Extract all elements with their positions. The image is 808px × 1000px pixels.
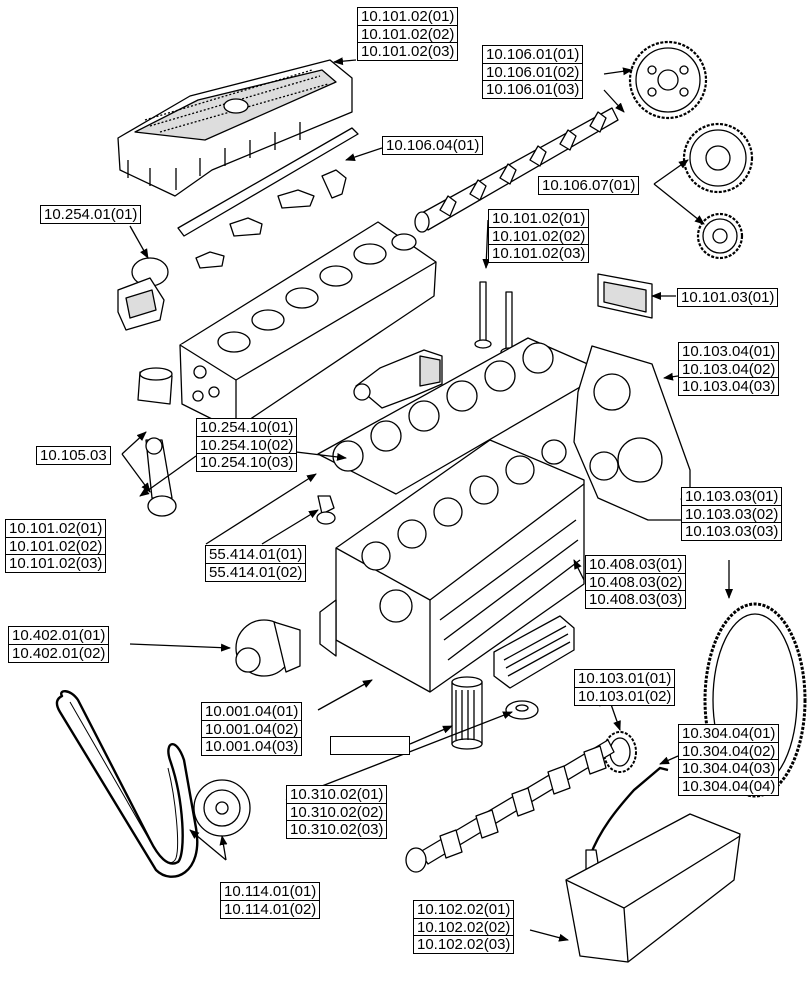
- ref-label[interactable]: 10.103.03(03): [681, 522, 783, 541]
- piston-callout: 10.105.03: [36, 446, 111, 465]
- ref-label[interactable]: 10.101.02(03): [357, 42, 459, 61]
- block-callout: 10.001.04(01) 10.001.04(02) 10.001.04(03…: [201, 702, 303, 756]
- ref-label[interactable]: 10.254.10(01): [196, 418, 298, 437]
- ref-label[interactable]: 10.408.03(01): [585, 555, 687, 574]
- oilpan-callout: 10.102.02(01) 10.102.02(02) 10.102.02(03…: [413, 900, 515, 954]
- ref-label[interactable]: 10.408.03(03): [585, 590, 687, 609]
- ref-label[interactable]: 10.101.02(03): [488, 244, 590, 263]
- ref-label[interactable]: 10.310.02(03): [286, 820, 388, 839]
- cylinder-head-part: [179, 221, 437, 431]
- ref-label[interactable]: 10.254.10(03): [196, 453, 298, 472]
- ref-label[interactable]: 10.106.01(03): [482, 80, 584, 99]
- ref-label[interactable]: 10.114.01(01): [220, 882, 321, 901]
- ref-label[interactable]: 10.103.04(03): [678, 377, 780, 396]
- ref-label[interactable]: 10.402.01(02): [8, 643, 110, 663]
- ref-label[interactable]: 10.408.03(02): [585, 572, 687, 592]
- ref-label[interactable]: 10.310.02(02): [286, 802, 388, 822]
- rocker-cover-part: [117, 59, 353, 197]
- damper-part: [193, 779, 251, 837]
- ref-label[interactable]: 10.106.01(02): [482, 62, 584, 82]
- ref-label[interactable]: 10.102.02(03): [413, 935, 515, 954]
- crank-pulley-part: [505, 700, 539, 720]
- ref-label[interactable]: 10.106.04(01): [382, 136, 484, 155]
- thermo-callout: 55.414.01(01) 55.414.01(02): [205, 545, 307, 582]
- water-pump-part: [235, 619, 301, 677]
- ref-label[interactable]: 10.001.04(03): [201, 737, 303, 756]
- manifold-callout: 10.254.10(01) 10.254.10(02) 10.254.10(03…: [196, 418, 298, 472]
- ref-label[interactable]: 10.105.03: [36, 446, 111, 465]
- ref-label[interactable]: 10.304.04(02): [678, 741, 780, 761]
- engine-block-part: [319, 439, 585, 693]
- crank-callout: 10.310.02(01) 10.310.02(02) 10.310.02(03…: [286, 785, 388, 839]
- idler-gear-part: [682, 122, 754, 260]
- valve-part: [474, 281, 518, 357]
- ref-label-blank[interactable]: [330, 736, 410, 755]
- ref-label[interactable]: 10.106.07(01): [538, 176, 640, 195]
- ref-label[interactable]: 10.103.03(01): [681, 487, 783, 506]
- rocker-shaft-part: [177, 127, 359, 269]
- ref-label[interactable]: 10.114.01(02): [220, 899, 321, 919]
- ref-label[interactable]: 10.101.02(01): [488, 209, 590, 228]
- ref-label[interactable]: 10.103.03(02): [681, 504, 783, 524]
- head-callout: 10.101.02(01) 10.101.02(02) 10.101.02(03…: [488, 209, 590, 263]
- ref-label[interactable]: 10.101.02(02): [5, 536, 107, 556]
- sensor-part: [117, 257, 169, 331]
- ref-label[interactable]: 55.414.01(01): [205, 545, 307, 564]
- ref-label[interactable]: 10.254.01(01): [40, 205, 142, 224]
- gearcover-callout: 10.103.04(01) 10.103.04(02) 10.103.04(03…: [678, 342, 780, 396]
- thermostat-part: [316, 495, 336, 525]
- dipstick-callout: 10.304.04(01) 10.304.04(02) 10.304.04(03…: [678, 724, 780, 796]
- ref-label[interactable]: 10.254.10(02): [196, 435, 298, 455]
- ref-label[interactable]: 55.414.01(02): [205, 562, 307, 582]
- oil-filter-part: [451, 676, 483, 750]
- ref-label[interactable]: 10.103.04(02): [678, 359, 780, 379]
- manifold-part: [353, 349, 443, 409]
- ref-label[interactable]: 10.001.04(01): [201, 702, 303, 721]
- ref-label[interactable]: 10.304.04(03): [678, 759, 780, 778]
- ref-label[interactable]: 10.304.04(04): [678, 776, 780, 796]
- ref-label[interactable]: 10.106.01(01): [482, 45, 584, 64]
- crank-gear-part: [603, 731, 637, 773]
- filter-callout: 10.101.03(01): [677, 288, 779, 307]
- idler-callout: 10.106.07(01): [538, 176, 640, 195]
- ref-label[interactable]: 10.103.01(02): [574, 686, 676, 706]
- ref-label[interactable]: 10.101.02(02): [488, 226, 590, 246]
- oil-pan-part: [565, 813, 741, 963]
- oilfilter-callout: [330, 736, 410, 755]
- piston-part: [137, 367, 177, 517]
- camshaft-part: [414, 107, 619, 233]
- ref-label[interactable]: 10.101.02(01): [357, 7, 459, 26]
- ref-label[interactable]: 10.402.01(01): [8, 626, 110, 645]
- ref-label[interactable]: 10.102.02(01): [413, 900, 515, 919]
- camgear-callout: 10.106.01(01) 10.106.01(02) 10.106.01(03…: [482, 45, 584, 99]
- rocker-callout: 10.106.04(01): [382, 136, 484, 155]
- timing-cover-part: [573, 345, 691, 521]
- head-gasket-part: [317, 337, 607, 495]
- sensor-callout: 10.254.01(01): [40, 205, 142, 224]
- ref-label[interactable]: 10.101.03(01): [677, 288, 779, 307]
- crankshaft-part: [405, 739, 615, 873]
- ref-label[interactable]: 10.103.04(01): [678, 342, 780, 361]
- ref-label[interactable]: 10.103.01(01): [574, 669, 676, 688]
- oil-cooler-part: [493, 615, 575, 689]
- belt-callout: 10.114.01(01) 10.114.01(02): [220, 882, 321, 919]
- gasket-callout: 10.101.02(01) 10.101.02(02) 10.101.02(03…: [5, 519, 107, 573]
- drive-belt-part: [55, 690, 199, 878]
- cover-callout: 10.101.02(01) 10.101.02(02) 10.101.02(03…: [357, 7, 459, 61]
- cam-gear-part: [628, 40, 708, 120]
- ref-label[interactable]: 10.101.02(01): [5, 519, 107, 538]
- crankgear-callout: 10.103.01(01) 10.103.01(02): [574, 669, 676, 706]
- ref-label[interactable]: 10.101.02(02): [357, 24, 459, 44]
- ref-label[interactable]: 10.101.02(03): [5, 554, 107, 573]
- waterpump-callout: 10.402.01(01) 10.402.01(02): [8, 626, 110, 663]
- ref-label[interactable]: 10.001.04(02): [201, 719, 303, 739]
- flywheel-callout: 10.103.03(01) 10.103.03(02) 10.103.03(03…: [681, 487, 783, 541]
- ref-label[interactable]: 10.310.02(01): [286, 785, 388, 804]
- air-filter-part: [597, 273, 653, 319]
- ref-label[interactable]: 10.102.02(02): [413, 917, 515, 937]
- oilcooler-callout: 10.408.03(01) 10.408.03(02) 10.408.03(03…: [585, 555, 687, 609]
- ref-label[interactable]: 10.304.04(01): [678, 724, 780, 743]
